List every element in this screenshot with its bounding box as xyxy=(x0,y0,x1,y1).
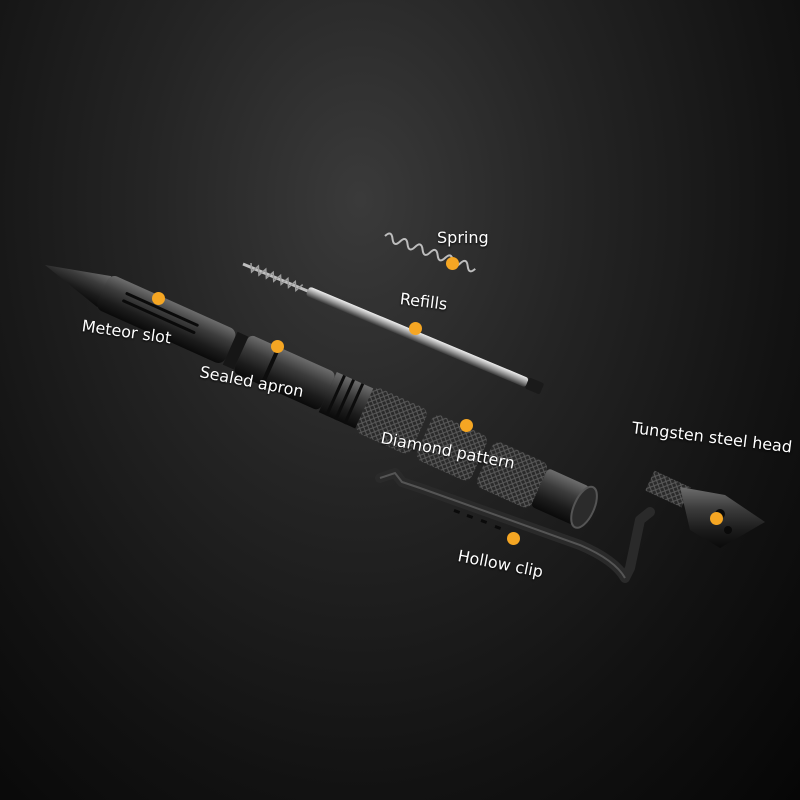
sealed-apron-hotspot-dot xyxy=(270,339,284,353)
meteor-slot-hotspot-dot xyxy=(151,291,165,305)
spring-label: Spring xyxy=(437,228,489,247)
tungsten-head-hotspot-dot xyxy=(709,511,723,525)
diamond-pattern-hotspot-dot xyxy=(459,418,473,432)
refill-part xyxy=(242,262,544,394)
spring-hotspot-dot xyxy=(445,256,459,270)
hollow-clip-hotspot-dot xyxy=(506,531,520,545)
spring-part xyxy=(384,232,476,273)
tungsten-head-part xyxy=(645,470,765,548)
clip-part xyxy=(375,468,655,583)
refills-hotspot-dot xyxy=(408,321,422,335)
pen-body-part xyxy=(45,265,598,529)
